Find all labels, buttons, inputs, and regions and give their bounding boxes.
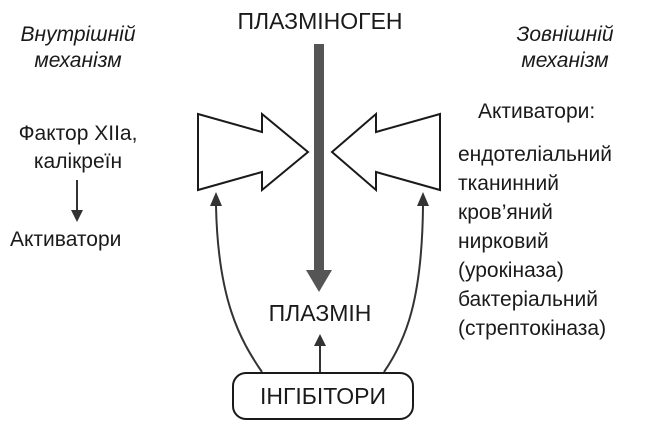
- activator-item: нирковий: [458, 230, 549, 253]
- inhibitor-left-curve-arrow: [210, 192, 263, 373]
- intrinsic-activation-arrow: [197, 111, 310, 193]
- extrinsic-activators-list: ендотеліальний тканинний кров’яний нирко…: [458, 140, 612, 343]
- intrinsic-title: Внутрішній механізм: [10, 22, 146, 74]
- inhibitors-label: ІНГІБІТОРИ: [259, 382, 387, 409]
- activator-item: кров’яний: [458, 201, 553, 224]
- factor-to-activators-arrow: [71, 180, 83, 222]
- activator-item: (урокіназа): [458, 259, 564, 282]
- plasmin-label: ПЛАЗМІН: [268, 300, 372, 326]
- intrinsic-title-line2: механізм: [34, 49, 122, 72]
- extrinsic-title: Зовнішній механізм: [496, 22, 634, 74]
- extrinsic-title-line2: механізм: [521, 49, 609, 72]
- factor-line2: калікреїн: [33, 150, 123, 173]
- extrinsic-activation-arrow: [330, 111, 441, 193]
- extrinsic-activators-heading: Активатори:: [478, 100, 596, 123]
- inhibitors-box: ІНГІБІТОРИ: [232, 372, 414, 420]
- factor-line1: Фактор XIIa,: [18, 122, 138, 145]
- activator-item: бактеріальний: [458, 288, 598, 311]
- inhibitor-to-plasmin-arrow: [314, 334, 326, 372]
- intrinsic-activators-label: Активатори: [10, 228, 122, 251]
- activator-item: (стрептокіназа): [458, 317, 607, 340]
- main-conversion-arrow: [306, 44, 332, 292]
- intrinsic-title-line1: Внутрішній: [20, 23, 136, 46]
- activator-item: ендотеліальний: [458, 143, 612, 166]
- plasminogen-label: ПЛАЗМІНОГЕН: [237, 8, 403, 34]
- activator-item: тканинний: [458, 172, 559, 195]
- extrinsic-title-line1: Зовнішній: [516, 23, 614, 46]
- intrinsic-factor-label: Фактор XIIa, калікреїн: [4, 120, 152, 176]
- inhibitor-right-curve-arrow: [383, 192, 429, 373]
